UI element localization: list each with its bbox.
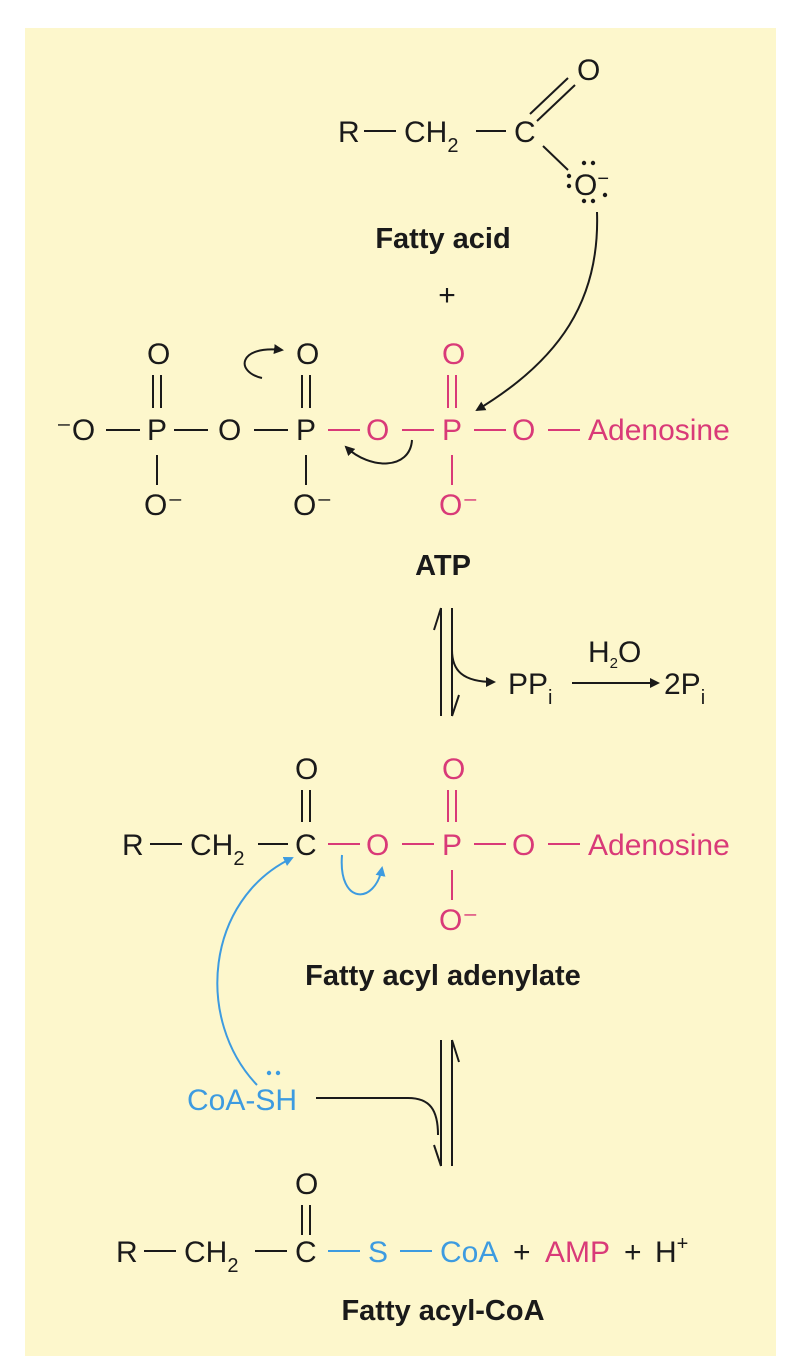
electron-arrow-oxo [243,344,284,379]
ester-oxygen: O [512,829,535,862]
phosphorus-gamma: P [147,414,167,447]
phosphorus-beta: P [296,414,316,447]
oxo-alpha: O [442,338,465,371]
oxo-beta: O [296,338,319,371]
oxo-gamma: O [147,338,170,371]
thioester-sulfur: S [368,1236,388,1269]
ester-oxygen: O [512,414,535,447]
ch2: CH2 [404,116,458,157]
bridging-oxygen-alpha: O [366,414,389,447]
fatty-acid-label: Fatty acid [375,223,510,255]
oxide-beta: O⁻ [293,489,332,522]
fatty-acyl-coa-label: Fatty acyl-CoA [341,1295,544,1327]
ch2: CH2 [184,1236,238,1277]
amp: AMP [545,1236,610,1269]
carbonyl-oxygen: O [577,54,600,87]
phosphorus: P [442,829,462,862]
oxide: O⁻ [439,904,478,937]
carbonyl-oxygen: O [295,1168,318,1201]
r-group: R [338,116,360,149]
water-label: H2O [588,636,641,672]
two-phosphate: 2Pi [664,668,705,709]
plus-sign: + [513,1236,531,1269]
carbonyl-carbon: C [514,116,536,149]
coenzyme-a: CoA [440,1236,498,1269]
carboxylate-oxygen: O− [574,168,609,202]
r-group: R [122,829,144,862]
leaving-group-arrow [340,854,386,896]
lone-pair-dots [566,160,608,204]
equilibrium-arrow-1 [433,607,496,717]
thiol-attack-arrow [216,856,294,1086]
oxo: O [442,753,465,786]
r-group: R [116,1236,138,1269]
terminal-oxygen: ⁻O [56,414,95,447]
fatty-acyl-adenylate-structure: R CH2 C O O P O O⁻ O Adenosine Fatty acy… [122,753,730,1086]
coenzyme-a-thiol: CoA-SH [187,1084,297,1117]
fatty-acyl-coa-structure: R CH2 C O S CoA + AMP + H+ Fatty acyl-Co… [116,1168,688,1327]
ch2: CH2 [190,829,244,870]
carbonyl-carbon: C [295,1236,317,1269]
carbonyl-oxygen: O [295,753,318,786]
equilibrium-arrow-2 [316,1039,460,1167]
background-panel [25,28,776,1356]
adenosine: Adenosine [588,829,730,862]
pyrophosphate: PPi [508,668,552,709]
oxide-alpha: O⁻ [439,489,478,522]
atp-label: ATP [415,550,471,582]
nucleophilic-attack-arrow [475,211,599,412]
plus-sign: + [624,1236,642,1269]
bridging-oxygen: O [366,829,389,862]
bridging-oxygen: O [218,414,241,447]
fatty-acyl-adenylate-label: Fatty acyl adenylate [305,960,581,992]
plus-sign: + [438,279,456,312]
electron-arrow-bond [344,439,413,465]
oxide-gamma: O⁻ [144,489,183,522]
fatty-acid-structure: R CH2 C O O− Fatty acid [338,54,609,255]
proton: H+ [655,1233,688,1269]
adenosine: Adenosine [588,414,730,447]
phosphorus-alpha: P [442,414,462,447]
atp-structure: ⁻O P O P O P O Adenosine O O O O⁻ O⁻ O⁻ … [56,338,730,582]
carbonyl-carbon: C [295,829,317,862]
